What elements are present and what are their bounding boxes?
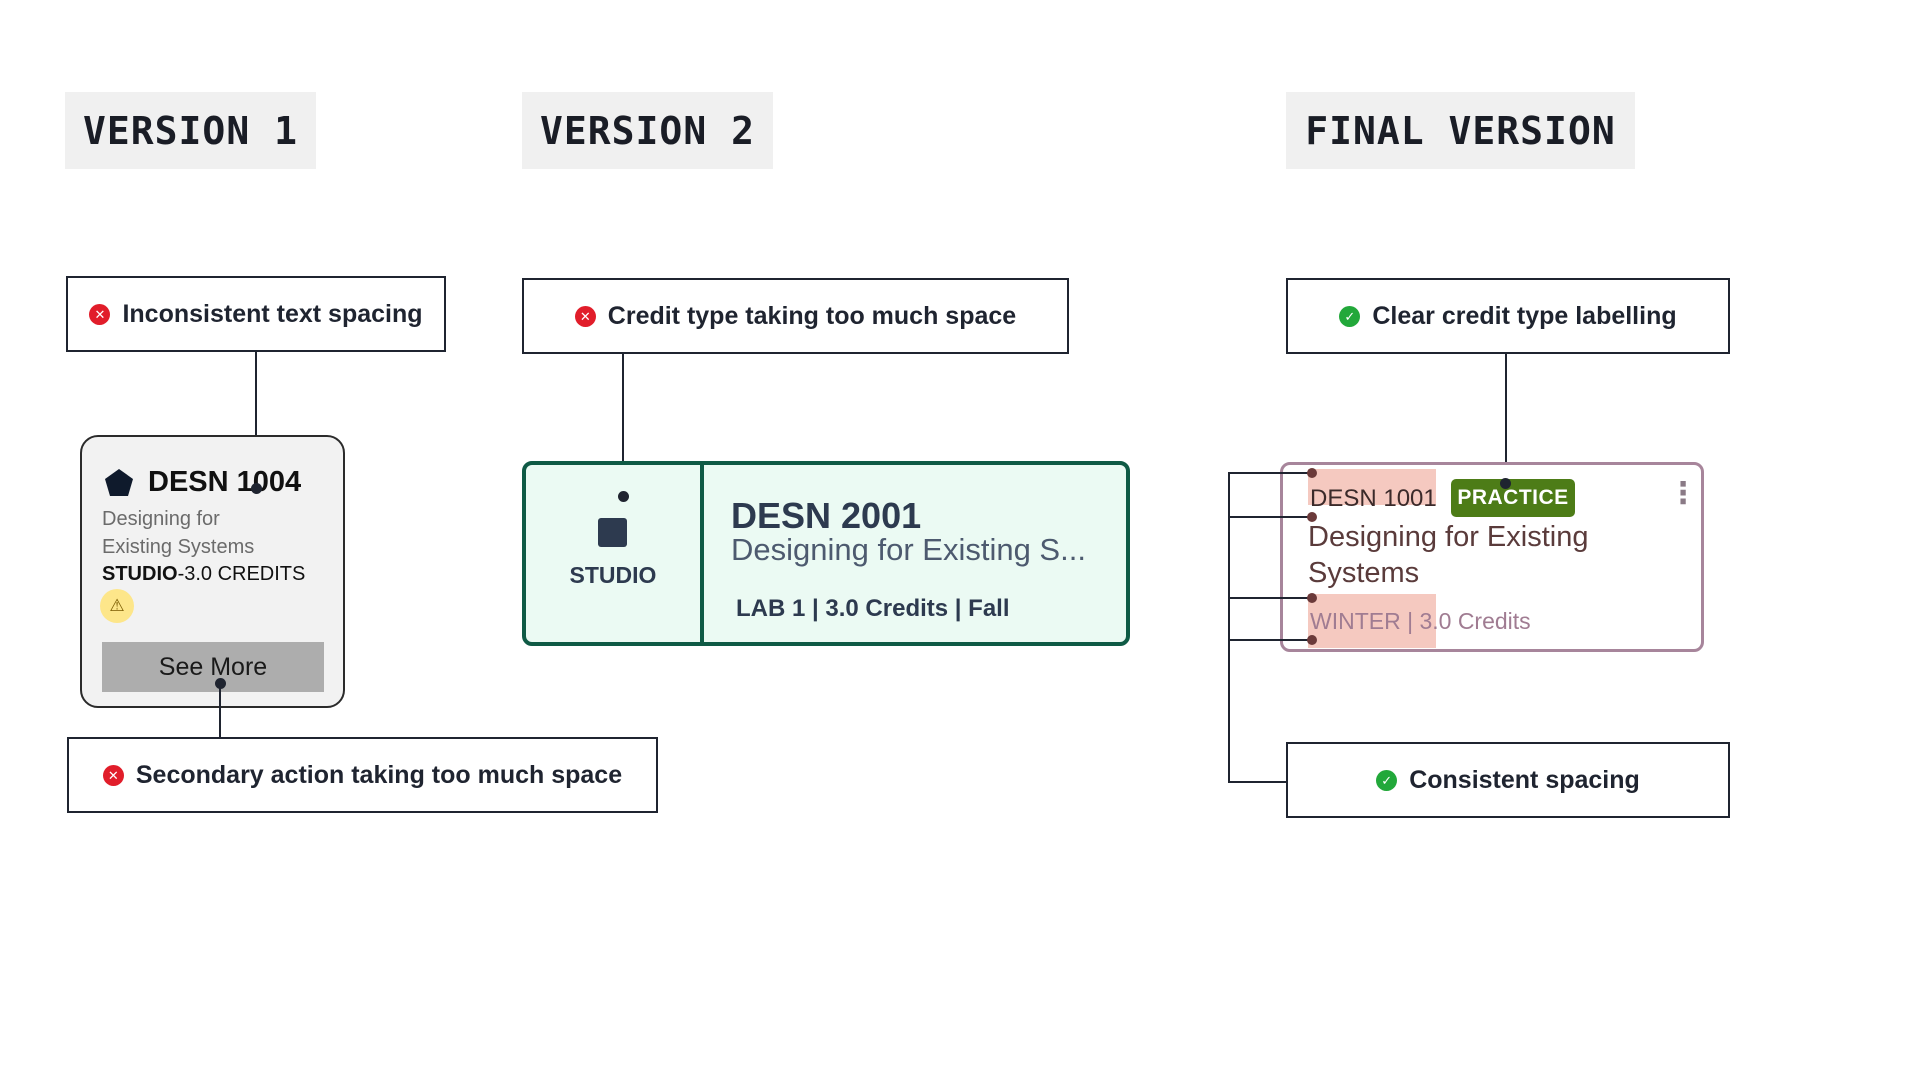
version-1-header: VERSION 1 <box>65 92 316 169</box>
final-course-code: DESN 1001 <box>1310 485 1437 512</box>
note-consistent-spacing: ✓ Consistent spacing <box>1286 742 1730 818</box>
bracket-line <box>1228 472 1312 474</box>
connector-line <box>255 352 257 488</box>
pentagon-icon <box>105 469 133 496</box>
error-icon: ✕ <box>574 305 596 327</box>
error-icon: ✕ <box>89 303 111 325</box>
bracket-line <box>1228 472 1230 783</box>
note-text: Consistent spacing <box>1409 765 1640 794</box>
connector-dot <box>1500 478 1511 489</box>
version-2-header-text: VERSION 2 <box>540 108 755 153</box>
final-course-name-line2: Systems <box>1308 557 1420 589</box>
connector-line <box>622 354 624 496</box>
v1-course-code: DESN 1004 <box>148 466 302 498</box>
v2-course-meta: LAB 1 | 3.0 Credits | Fall <box>736 595 1010 622</box>
error-icon: ✕ <box>102 764 124 786</box>
final-version-header-text: FINAL VERSION <box>1305 108 1616 153</box>
square-icon <box>598 518 627 547</box>
spacing-highlight <box>1308 469 1436 505</box>
connector-dot <box>251 483 262 494</box>
version-2-header: VERSION 2 <box>522 92 773 169</box>
v2-credit-type: STUDIO <box>569 562 657 588</box>
v1-credit-amount: -3.0 CREDITS <box>177 563 306 585</box>
v1-credit-type: STUDIO <box>102 563 178 585</box>
connector-line <box>219 684 221 740</box>
v1-course-name-line2: Existing Systems <box>102 536 255 558</box>
spacing-dot <box>1307 593 1317 603</box>
note-inconsistent-spacing: ✕ Inconsistent text spacing <box>66 276 446 352</box>
v2-course-name: Designing for Existing S... <box>731 532 1086 567</box>
practice-badge: PRACTICE <box>1451 479 1575 517</box>
version-1-header-text: VERSION 1 <box>83 108 298 153</box>
spacing-highlight <box>1308 594 1436 648</box>
note-text: Clear credit type labelling <box>1372 301 1677 330</box>
v2-divider <box>700 465 704 642</box>
final-version-header: FINAL VERSION <box>1286 92 1635 169</box>
final-course-meta: WINTER | 3.0 Credits <box>1310 608 1531 634</box>
v1-credits: STUDIO-3.0 CREDITS <box>102 563 305 586</box>
v1-course-card: DESN 1004 Designing for Existing Systems… <box>80 435 345 708</box>
connector-dot <box>618 491 629 502</box>
bracket-line <box>1228 639 1312 641</box>
warning-icon[interactable]: ⚠ <box>100 589 134 623</box>
note-clear-labelling: ✓ Clear credit type labelling <box>1286 278 1730 354</box>
v2-course-code: DESN 2001 <box>731 495 922 536</box>
see-more-button[interactable]: See More <box>102 642 324 692</box>
note-credit-type-space: ✕ Credit type taking too much space <box>522 278 1069 354</box>
note-text: Inconsistent text spacing <box>122 299 423 328</box>
more-options-icon[interactable]: ⋮ <box>1668 477 1698 510</box>
connector-line <box>1505 354 1507 482</box>
bracket-line <box>1228 516 1312 518</box>
check-icon: ✓ <box>1339 305 1361 327</box>
check-icon: ✓ <box>1376 769 1398 791</box>
note-text: Credit type taking too much space <box>607 301 1017 330</box>
warning-icon-glyph: ⚠ <box>109 596 125 615</box>
spacing-dot <box>1307 635 1317 645</box>
final-course-card: DESN 1001 PRACTICE ⋮ Designing for Exist… <box>1280 462 1704 652</box>
note-secondary-action: ✕ Secondary action taking too much space <box>67 737 658 813</box>
v1-course-name-line1: Designing for <box>102 508 220 530</box>
bracket-line <box>1228 597 1312 599</box>
final-course-name-line1: Designing for Existing <box>1308 521 1589 553</box>
spacing-dot <box>1307 512 1317 522</box>
bracket-line <box>1228 781 1288 783</box>
v2-course-card: STUDIO DESN 2001 Designing for Existing … <box>522 461 1130 646</box>
note-text: Secondary action taking too much space <box>135 760 623 789</box>
spacing-dot <box>1307 468 1317 478</box>
connector-dot <box>215 678 226 689</box>
